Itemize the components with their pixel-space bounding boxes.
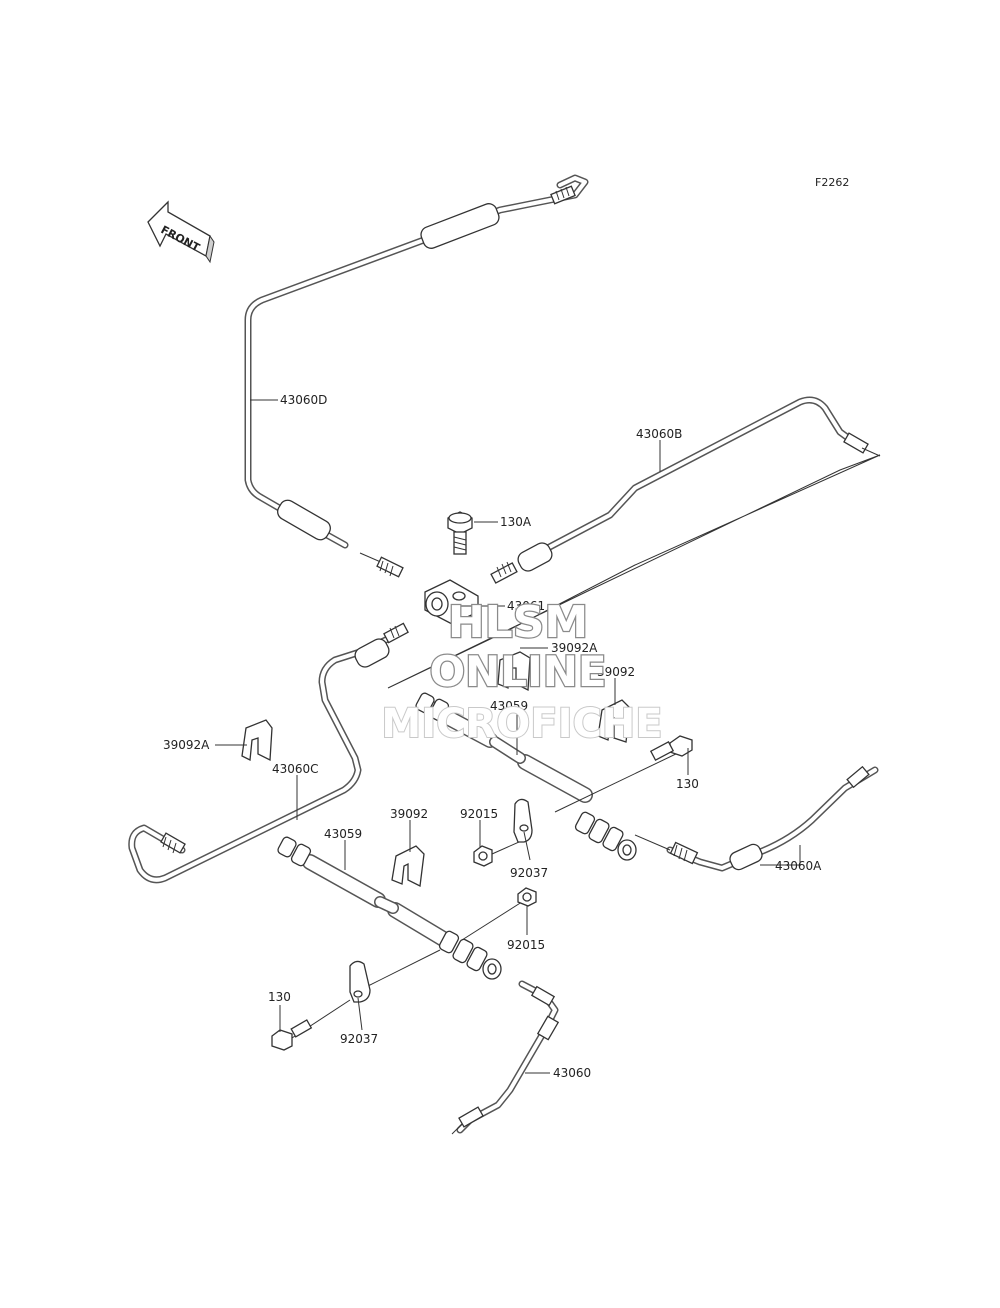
label-92015-bottom: 92015 [507, 938, 545, 952]
label-43061: 43061 [507, 599, 545, 613]
watermark-line3: MICROFICHE [381, 701, 662, 747]
part-labels: 43060D 43060B 130A 43061 39092A 39092 43… [163, 393, 822, 1080]
clamp-92037-bottom [349, 960, 371, 1031]
label-39092A-top: 39092A [551, 641, 598, 655]
label-43060C: 43060C [272, 762, 319, 776]
clip-39092A-left [241, 719, 273, 762]
front-arrow-icon: FRONT [147, 200, 215, 264]
label-43059-top: 43059 [490, 699, 528, 713]
label-39092-middle: 39092 [390, 807, 428, 821]
label-130A: 130A [500, 515, 532, 529]
label-130-left: 130 [268, 990, 291, 1004]
label-43060B: 43060B [636, 427, 682, 441]
label-39092-top: 39092 [597, 665, 635, 679]
clip-39092-right [597, 699, 631, 743]
watermark-line2: ONLINE [429, 647, 606, 696]
label-43060: 43060 [553, 1066, 591, 1080]
label-43060D: 43060D [280, 393, 327, 407]
clamp-92037-top [513, 798, 533, 861]
label-43059-bottom: 43059 [324, 827, 362, 841]
watermark: HLSM ONLINE MICROFICHE [380, 596, 663, 748]
brake-pipe-43060C [128, 622, 409, 884]
nut-92015-bottom [517, 887, 537, 907]
brake-pipe-43060D [244, 174, 589, 578]
bolt-130A [447, 511, 473, 555]
nut-92015-top [473, 837, 529, 867]
clip-39092A-top [497, 651, 531, 692]
label-43060A: 43060A [775, 859, 822, 873]
figure-code: F2262 [815, 176, 849, 189]
brake-hose-43059-upper [387, 454, 881, 861]
bolt-130-right [649, 735, 693, 761]
label-130-right: 130 [676, 777, 699, 791]
brake-pipe-43060 [451, 980, 560, 1135]
brake-pipe-43060A [634, 765, 879, 872]
bolt-130-left [271, 999, 351, 1051]
watermark-line1: HLSM [448, 597, 588, 648]
label-92037-top: 92037 [510, 866, 548, 880]
label-92037-bottom: 92037 [340, 1032, 378, 1046]
label-39092A-left: 39092A [163, 738, 210, 752]
brake-hose-43059-lower [277, 836, 526, 991]
leader-lines [215, 399, 801, 1074]
brake-pipe-43060B [490, 396, 881, 584]
brake-joint-43061 [424, 579, 479, 625]
clip-39092-middle [391, 845, 425, 887]
label-92015-top: 92015 [460, 807, 498, 821]
